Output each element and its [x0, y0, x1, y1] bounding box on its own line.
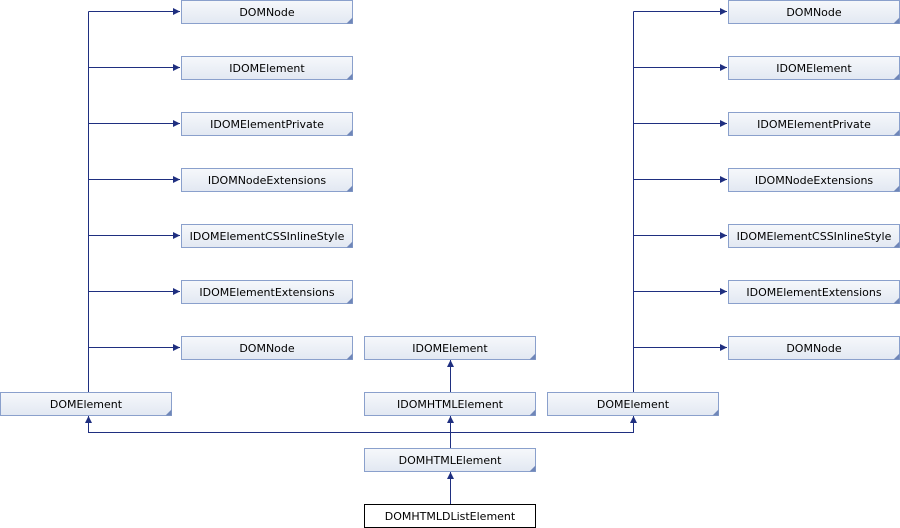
class-box-r-idomelementprivate[interactable]: IDOMElementPrivate: [728, 112, 900, 136]
class-box-label: DOMHTMLDListElement: [385, 510, 516, 523]
class-box-label: IDOMHTMLElement: [397, 398, 504, 411]
class-box-r-idomnodeextensions[interactable]: IDOMNodeExtensions: [728, 168, 900, 192]
class-box-label: IDOMElementCSSInlineStyle: [190, 230, 345, 243]
class-box-label: IDOMElementExtensions: [746, 286, 881, 299]
box-corner-mark: [346, 129, 353, 136]
box-corner-mark: [893, 297, 900, 304]
class-box-label: DOMElement: [50, 398, 123, 411]
class-box-label: DOMNode: [239, 342, 295, 355]
class-box-label: IDOMElement: [412, 342, 488, 355]
class-box-label: IDOMElement: [776, 62, 852, 75]
class-box-label: IDOMElementPrivate: [757, 118, 871, 131]
box-corner-mark: [893, 185, 900, 192]
edge-domhtmlelement-to-left-domelement: [85, 416, 451, 448]
box-corner-mark: [346, 241, 353, 248]
class-box-r-domelement[interactable]: DOMElement: [547, 392, 719, 416]
class-box-r-domnode-2[interactable]: DOMNode: [728, 336, 900, 360]
class-box-label: IDOMElement: [229, 62, 305, 75]
box-corner-mark: [893, 73, 900, 80]
class-box-label: DOMNode: [239, 6, 295, 19]
box-corner-mark: [893, 353, 900, 360]
class-box-label: DOMElement: [597, 398, 670, 411]
class-box-r-idomelementcssinlinestyle[interactable]: IDOMElementCSSInlineStyle: [728, 224, 900, 248]
class-box-label: DOMNode: [786, 342, 842, 355]
class-box-frame: [181, 168, 353, 192]
class-box-l-idomelementprivate[interactable]: IDOMElementPrivate: [181, 112, 353, 136]
box-corner-mark: [346, 73, 353, 80]
inheritance-edges: [85, 8, 727, 504]
class-box-l-domelement[interactable]: DOMElement: [0, 392, 172, 416]
class-box-frame: [181, 280, 353, 304]
class-box-frame: [364, 392, 536, 416]
class-box-frame: [181, 224, 353, 248]
class-box-l-domnode-1[interactable]: DOMNode: [181, 0, 353, 24]
box-corner-mark: [893, 241, 900, 248]
class-box-r-idomelementextensions[interactable]: IDOMElementExtensions: [728, 280, 900, 304]
class-box-label: IDOMElementPrivate: [210, 118, 324, 131]
box-corner-mark: [165, 409, 172, 416]
box-corner-mark: [893, 17, 900, 24]
class-box-r-idomelement[interactable]: IDOMElement: [728, 56, 900, 80]
class-box-l-idomelementcssinlinestyle[interactable]: IDOMElementCSSInlineStyle: [181, 224, 353, 248]
class-box-label: IDOMElementCSSInlineStyle: [737, 230, 892, 243]
box-corner-mark: [346, 17, 353, 24]
class-box-frame: [547, 392, 719, 416]
class-box-l-idomelementextensions[interactable]: IDOMElementExtensions: [181, 280, 353, 304]
class-box-c-idomelement[interactable]: IDOMElement: [364, 336, 536, 360]
class-box-l-idomelement[interactable]: IDOMElement: [181, 56, 353, 80]
class-box-frame: [181, 112, 353, 136]
box-corner-mark: [346, 353, 353, 360]
box-corner-mark: [893, 129, 900, 136]
box-corner-mark: [529, 409, 536, 416]
class-box-frame: [364, 336, 536, 360]
class-box-frame: [181, 0, 353, 24]
class-box-frame: [364, 448, 536, 472]
class-box-r-domnode-1[interactable]: DOMNode: [728, 0, 900, 24]
box-corner-mark: [346, 185, 353, 192]
box-corner-mark: [529, 353, 536, 360]
class-box-label: DOMHTMLElement: [399, 454, 502, 467]
edge-domhtmlelement-to-right-domelement: [450, 416, 637, 433]
class-box-frame: [181, 336, 353, 360]
class-box-frame: [181, 56, 353, 80]
box-corner-mark: [712, 409, 719, 416]
class-box-label: IDOMElementExtensions: [199, 286, 334, 299]
class-box-l-idomnodeextensions[interactable]: IDOMNodeExtensions: [181, 168, 353, 192]
class-box-frame: [0, 392, 172, 416]
class-box-label: IDOMNodeExtensions: [755, 174, 874, 187]
box-corner-mark: [529, 465, 536, 472]
class-box-c-idomhtmlelement[interactable]: IDOMHTMLElement: [364, 392, 536, 416]
class-box-c-domhtmldlistelement[interactable]: DOMHTMLDListElement: [364, 504, 536, 528]
class-box-c-domhtmlelement[interactable]: DOMHTMLElement: [364, 448, 536, 472]
class-box-label: DOMNode: [786, 6, 842, 19]
class-box-l-domnode-2[interactable]: DOMNode: [181, 336, 353, 360]
class-box-label: IDOMNodeExtensions: [208, 174, 327, 187]
box-corner-mark: [346, 297, 353, 304]
